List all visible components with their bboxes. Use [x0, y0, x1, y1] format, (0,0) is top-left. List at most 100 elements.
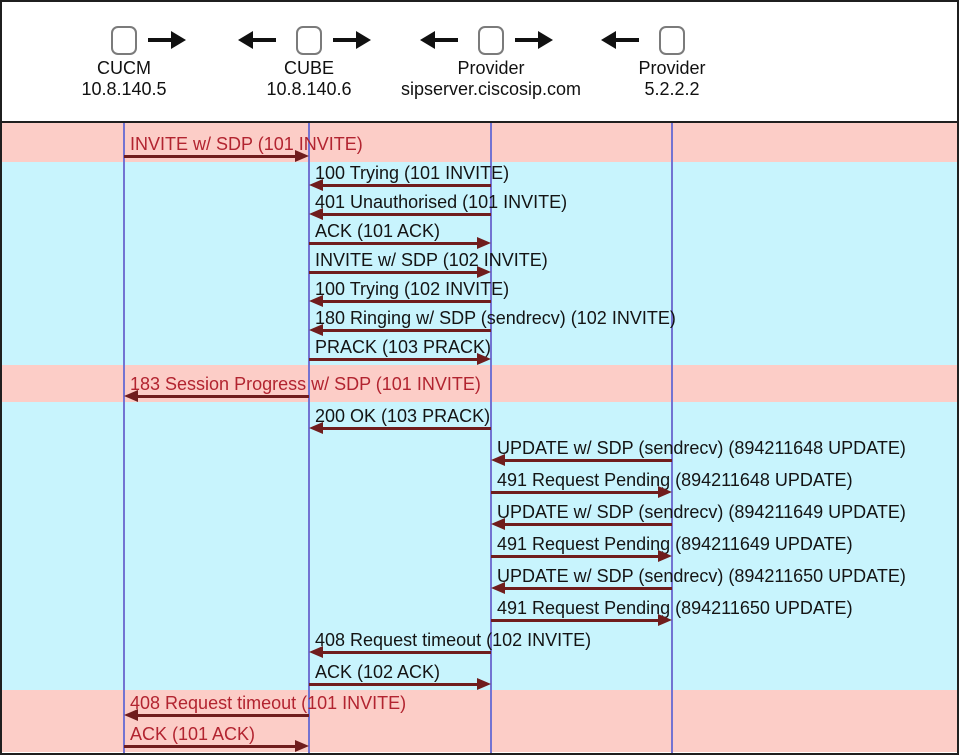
message: 200 OK (103 PRACK): [2, 402, 957, 434]
node-icon: [296, 26, 322, 55]
message-arrow-shaft: [503, 523, 672, 526]
arrow-right-head-icon: [658, 614, 672, 626]
message: 100 Trying (101 INVITE): [2, 162, 957, 191]
arrow-left-head-icon: [309, 324, 323, 336]
arrow-right-head-icon: [658, 486, 672, 498]
message-label: UPDATE w/ SDP (sendrecv) (894211648 UPDA…: [497, 437, 906, 459]
message-arrow-shaft: [321, 427, 491, 430]
entity-name: Provider: [522, 58, 822, 79]
arrow-left-head-icon: [491, 518, 505, 530]
message: UPDATE w/ SDP (sendrecv) (894211648 UPDA…: [2, 434, 957, 466]
arrow-right-head-icon: [477, 353, 491, 365]
message-arrow-shaft: [321, 651, 491, 654]
message-label: UPDATE w/ SDP (sendrecv) (894211650 UPDA…: [497, 565, 906, 587]
message-arrow-shaft: [124, 155, 297, 158]
message: INVITE w/ SDP (101 INVITE): [2, 123, 957, 162]
arrow-left-head-icon: [309, 295, 323, 307]
message: UPDATE w/ SDP (sendrecv) (894211649 UPDA…: [2, 498, 957, 530]
message-arrow-shaft: [309, 242, 479, 245]
arrow-shaft: [250, 38, 276, 42]
message: 183 Session Progress w/ SDP (101 INVITE): [2, 365, 957, 402]
node-icon: [478, 26, 504, 55]
message-arrow-shaft: [309, 271, 479, 274]
arrow-head: [420, 31, 435, 49]
message-label: 491 Request Pending (894211650 UPDATE): [497, 597, 853, 619]
arrow-left-head-icon: [309, 208, 323, 220]
arrow-right-head-icon: [295, 740, 309, 752]
message-label: 100 Trying (102 INVITE): [315, 278, 509, 300]
arrow-left-head-icon: [309, 179, 323, 191]
message-label: 180 Ringing w/ SDP (sendrecv) (102 INVIT…: [315, 307, 676, 329]
message-label: 408 Request timeout (101 INVITE): [130, 692, 406, 714]
message-arrow-shaft: [321, 184, 491, 187]
arrow-head: [601, 31, 616, 49]
message: 401 Unauthorised (101 INVITE): [2, 191, 957, 220]
arrow-head: [538, 31, 553, 49]
message-label: INVITE w/ SDP (102 INVITE): [315, 249, 548, 271]
arrow-left-head-icon: [309, 646, 323, 658]
arrow-left-head-icon: [491, 454, 505, 466]
message-arrow-shaft: [321, 300, 491, 303]
message: 491 Request Pending (894211650 UPDATE): [2, 594, 957, 626]
arrow-left-icon: [601, 31, 639, 49]
arrow-left-head-icon: [124, 709, 138, 721]
message-arrow-shaft: [136, 395, 309, 398]
message-label: ACK (101 ACK): [130, 723, 255, 745]
arrow-right-head-icon: [477, 237, 491, 249]
arrow-left-icon: [238, 31, 276, 49]
message-arrow-shaft: [136, 714, 309, 717]
arrow-shaft: [432, 38, 458, 42]
message: 408 Request timeout (102 INVITE): [2, 626, 957, 658]
message-arrow-shaft: [124, 745, 297, 748]
arrow-right-head-icon: [295, 150, 309, 162]
message: 491 Request Pending (894211649 UPDATE): [2, 530, 957, 562]
message-arrow-shaft: [491, 555, 660, 558]
arrow-left-icon: [420, 31, 458, 49]
message-label: 200 OK (103 PRACK): [315, 405, 490, 427]
message-label: 408 Request timeout (102 INVITE): [315, 629, 591, 651]
node-icon: [659, 26, 685, 55]
message: 100 Trying (102 INVITE): [2, 278, 957, 307]
message: UPDATE w/ SDP (sendrecv) (894211650 UPDA…: [2, 562, 957, 594]
message: ACK (101 ACK): [2, 220, 957, 249]
arrow-left-head-icon: [309, 422, 323, 434]
arrow-head: [238, 31, 253, 49]
node-icon: [111, 26, 137, 55]
entity-address: 5.2.2.2: [522, 79, 822, 100]
message-arrow-shaft: [503, 587, 672, 590]
arrow-right-head-icon: [477, 266, 491, 278]
arrow-shaft: [613, 38, 639, 42]
arrow-right-icon: [515, 31, 553, 49]
message: 491 Request Pending (894211648 UPDATE): [2, 466, 957, 498]
message-label: 183 Session Progress w/ SDP (101 INVITE): [130, 373, 481, 395]
message-arrow-shaft: [503, 459, 672, 462]
message-label: 491 Request Pending (894211648 UPDATE): [497, 469, 853, 491]
message: INVITE w/ SDP (102 INVITE): [2, 249, 957, 278]
arrow-head: [356, 31, 371, 49]
message-arrow-shaft: [321, 213, 491, 216]
arrow-right-head-icon: [658, 550, 672, 562]
arrow-right-icon: [148, 31, 186, 49]
message: 180 Ringing w/ SDP (sendrecv) (102 INVIT…: [2, 307, 957, 336]
arrow-right-icon: [333, 31, 371, 49]
message: ACK (101 ACK): [2, 721, 957, 752]
message-label: 100 Trying (101 INVITE): [315, 162, 509, 184]
message-label: UPDATE w/ SDP (sendrecv) (894211649 UPDA…: [497, 501, 906, 523]
message-label: PRACK (103 PRACK): [315, 336, 491, 358]
message: ACK (102 ACK): [2, 658, 957, 690]
message-label: ACK (102 ACK): [315, 661, 440, 683]
message-label: ACK (101 ACK): [315, 220, 440, 242]
message-arrow-shaft: [321, 329, 491, 332]
message-label: 491 Request Pending (894211649 UPDATE): [497, 533, 853, 555]
arrow-right-head-icon: [477, 678, 491, 690]
arrow-left-head-icon: [124, 390, 138, 402]
message-arrow-shaft: [309, 683, 479, 686]
message-arrow-shaft: [309, 358, 479, 361]
arrow-head: [171, 31, 186, 49]
arrow-left-head-icon: [491, 582, 505, 594]
message: PRACK (103 PRACK): [2, 336, 957, 365]
message-arrow-shaft: [491, 491, 660, 494]
message-arrow-shaft: [491, 619, 660, 622]
message-label: 401 Unauthorised (101 INVITE): [315, 191, 567, 213]
